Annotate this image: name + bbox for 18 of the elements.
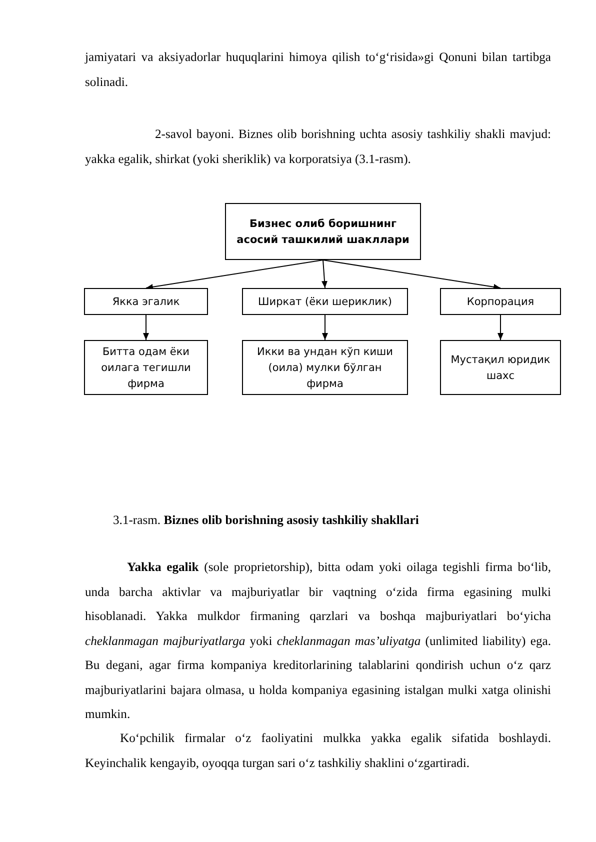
text-box: Якка эгалик: [84, 288, 208, 315]
body-paragraph: 2-savol bayoni. Biznes olib borishning uchta asosiy tashkiliy shakli mavjud: yakka egalik, shirkat (yoki sheriklik) va korporatsiya (3.1-rasm).: [85, 126, 551, 168]
text-box: Бизнес олиб боришнинг асосий ташкилий шакллари: [225, 203, 421, 260]
arrow: [322, 260, 328, 288]
body-paragraph: Ko‘pchilik firmalar o‘z faoliyatini mulkka yakka egalik sifatida boshlaydi. Keyinchalik kengayib, oyoqqa turgan sari o‘z tashkiliy shaklini o‘zgartiradi.: [85, 730, 551, 772]
text-box: Мустақил юридик шахс: [440, 340, 561, 395]
arrow: [322, 314, 328, 340]
body-paragraph: Yakka egalik (sole proprietorship), bitta odam yoki oilaga tegishli firma bo‘lib, unda barcha aktivlar va majburiyatlar bir vaqtning o‘zida firma egasining mulki hisoblanadi. Yakka mulkdor firmaning qarzlari va boshqa majburiyatlari bo‘yicha cheklanmagan majburiyatlarga yoki cheklanmagan mas’uliyatga (unlimited liability) ega. Bu degani, agar firma kompaniya kreditorlarining talablarini qondirish uchun o‘z qarz majburiyatlarini bajara olmasa, u holda kompaniya egasining istalgan mulki xatga olinishi mumkin.: [85, 559, 551, 723]
arrow: [143, 314, 149, 340]
figure-caption: 3.1-rasm. Biznes olib borishning asosiy tashkiliy shakllari: [112, 512, 420, 529]
text-box: Икки ва ундан кўп киши (оила) мулки бўлган фирма: [242, 340, 408, 395]
arrow: [146, 260, 324, 290]
body-paragraph: jamiyatari va aksiyadorlar huquqlarini himoya qilish to‘g‘risida»gi Qonuni bilan tartibga solinadi.: [85, 49, 551, 90]
text-box: Битта одам ёки оилага тегишли фирма: [84, 340, 208, 395]
arrow: [498, 314, 504, 340]
text-box: Ширкат (ёки шериклик): [242, 288, 408, 315]
arrow: [322, 260, 501, 290]
text-box: Корпорация: [440, 288, 561, 315]
